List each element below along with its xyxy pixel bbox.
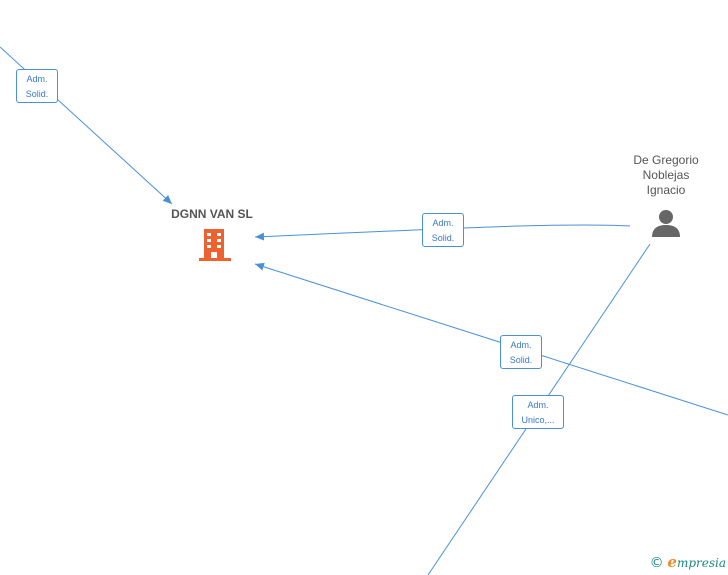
person-name-line-3: Ignacio: [646, 183, 686, 197]
edge-label-line: Solid.: [25, 89, 49, 99]
person-icon[interactable]: [652, 210, 680, 237]
edge-label-person-to-bottom[interactable]: Adm. Unico,...: [512, 395, 564, 429]
person-name[interactable]: De Gregorio Noblejas Ignacio: [606, 153, 726, 198]
edge-label-line: Adm.: [26, 74, 48, 84]
edge-label-line: Adm.: [432, 218, 454, 228]
brand-initial: e: [667, 553, 677, 571]
company-name[interactable]: DGNN VAN SL: [171, 207, 253, 221]
edge-label-top-left[interactable]: Adm. Solid.: [16, 69, 58, 103]
edge-label-line: Adm.: [510, 340, 532, 350]
edge-line-right-to-company: [254, 262, 728, 416]
edge-label-person-to-company[interactable]: Adm. Solid.: [422, 213, 464, 247]
empresia-logo: © empresia: [650, 553, 726, 571]
person-name-line-1: De Gregorio: [633, 153, 699, 167]
edge-label-line: Adm.: [527, 400, 549, 410]
person-name-line-2: Noblejas: [642, 168, 690, 182]
edge-label-line: Solid.: [431, 233, 455, 243]
building-icon[interactable]: [199, 229, 231, 261]
edge-line-person-to-company: [254, 224, 631, 241]
edge-label-right-to-company[interactable]: Adm. Solid.: [500, 335, 542, 369]
brand-name: mpresia: [676, 556, 726, 570]
edge-label-line: Unico,...: [521, 415, 555, 425]
copyright-symbol: ©: [649, 555, 664, 571]
edge-label-line: Solid.: [509, 355, 533, 365]
